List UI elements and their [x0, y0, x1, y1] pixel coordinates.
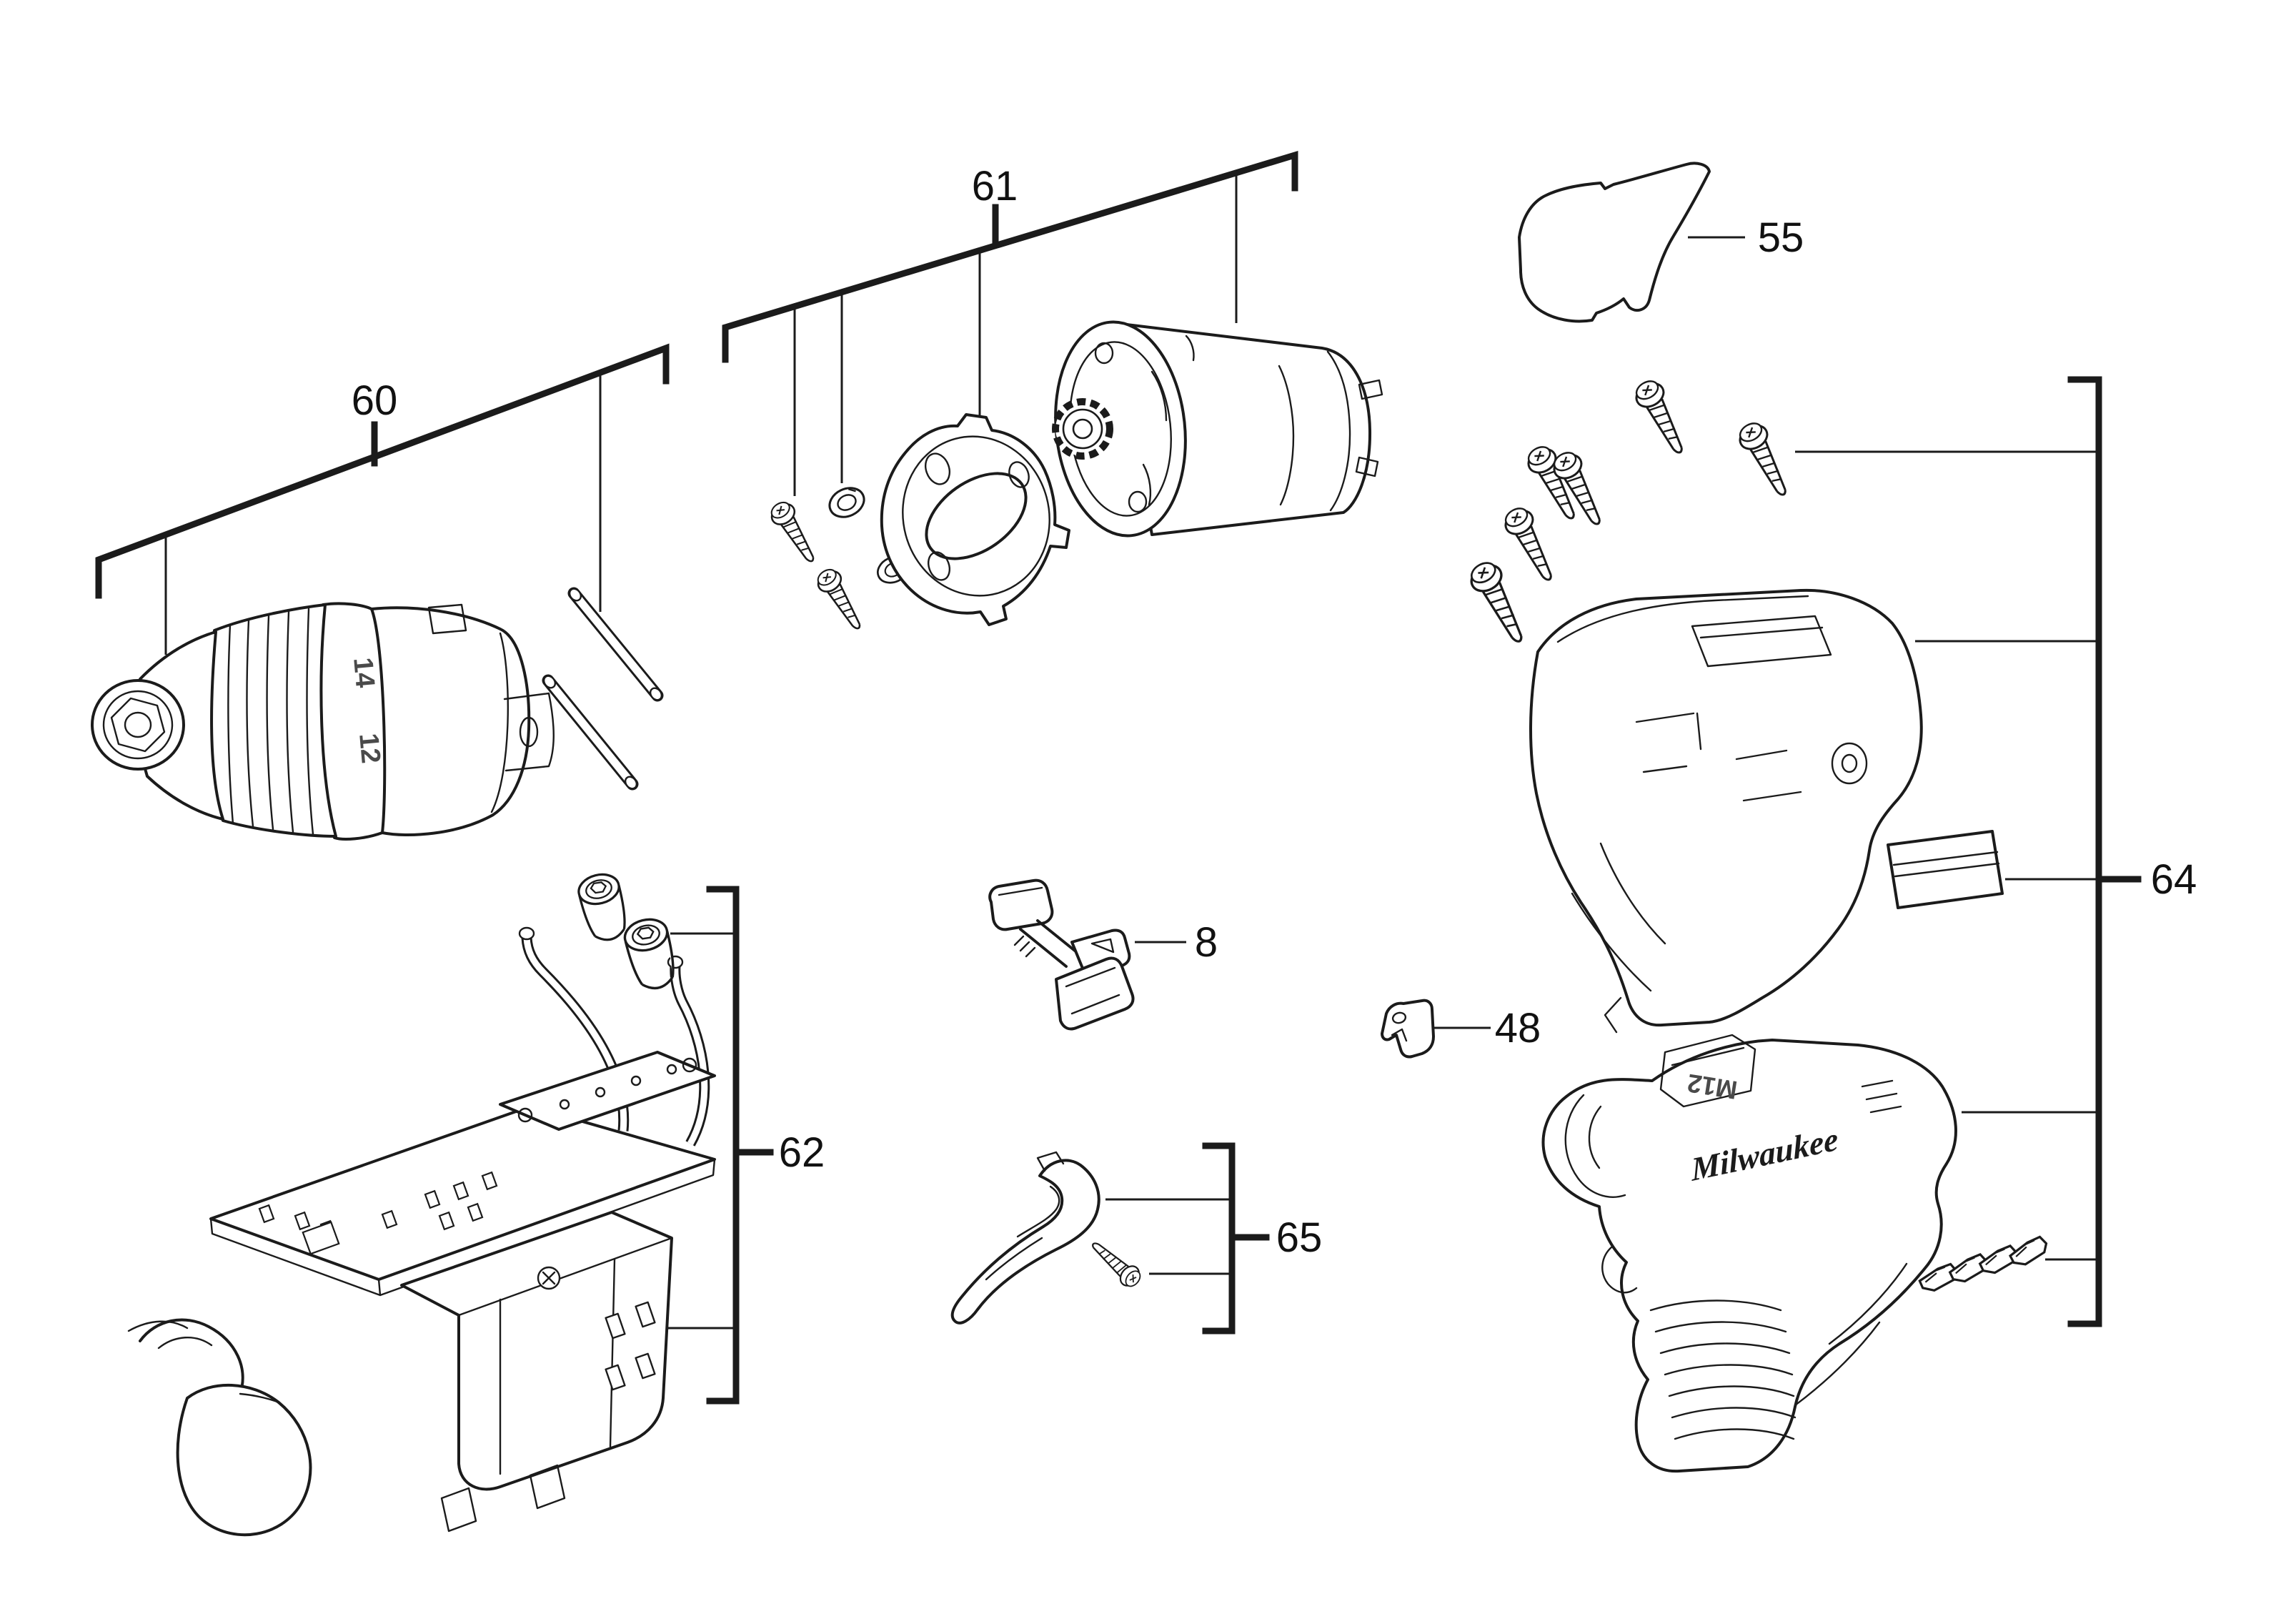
pcb-board: [209, 1051, 716, 1297]
motor-pinion-gear: [1052, 398, 1113, 460]
callout-62-bracket: [661, 886, 774, 1405]
nameplate-pad: [1887, 830, 2004, 909]
front-housing-half: M12 Milwaukee: [1541, 1034, 1957, 1473]
belt-hook: [950, 1159, 1100, 1325]
terminal-cap: [574, 869, 632, 946]
callout-label-62: 62: [779, 1129, 825, 1176]
rear-housing-details: [1556, 595, 1868, 1034]
belt-hook-screw: [1085, 1235, 1145, 1292]
clutch-setting-12: 12: [353, 732, 386, 765]
fan-baffle-plate: [880, 413, 1070, 626]
callout-label-8: 8: [1195, 919, 1218, 966]
motor-body-details: [1185, 335, 1383, 512]
housing-screw: [1733, 417, 1799, 502]
trigger-grip: [127, 1318, 312, 1537]
belt-hook-group: [950, 1151, 1145, 1325]
switch-block: [400, 1211, 673, 1533]
warning-label-55: [1518, 162, 1711, 323]
roll-pin: [567, 587, 664, 702]
lock-washer: [823, 481, 870, 524]
callout-60-bracket: [95, 343, 670, 655]
housing-screw: [1629, 375, 1695, 460]
front-housing-details: [1564, 1034, 1908, 1440]
motor-assembly-group: [765, 320, 1383, 635]
callout-label-61: 61: [972, 163, 1018, 209]
rear-housing-half: [1529, 588, 1923, 1034]
bit-holder-clip: [988, 878, 1135, 1031]
switch-block-details: [400, 1237, 673, 1533]
wire-clip: [1381, 999, 1435, 1059]
clutch-cone-ribs: [227, 608, 314, 836]
callout-label-48: 48: [1495, 1005, 1541, 1051]
housing-screw: [1464, 556, 1536, 650]
gearcase-details: [427, 603, 555, 813]
housing-screw: [1521, 440, 1587, 525]
clutch-setting-14: 14: [347, 656, 380, 689]
callout-64-bracket: [1795, 376, 2142, 1327]
callout-label-55: 55: [1758, 214, 1804, 261]
roll-pin: [542, 674, 639, 791]
hex-chuck-ring: [102, 690, 174, 760]
callout-61-bracket: [722, 150, 1298, 496]
electronics-assembly: [127, 926, 716, 1537]
callout-label-65: 65: [1276, 1214, 1323, 1261]
hex-chuck-bore: [124, 711, 152, 738]
callout-label-64: 64: [2151, 856, 2197, 903]
roll-pins: [542, 587, 664, 791]
hex-chuck-outer: [91, 679, 185, 771]
hex-chuck-socket: [110, 697, 166, 753]
callout-label-60: 60: [352, 377, 398, 424]
motor-screw: [812, 564, 871, 635]
pcb-sub-board-holes: [517, 1057, 697, 1123]
terminal-caps: [574, 869, 682, 994]
motor-face-details: [1094, 342, 1168, 513]
callout-65-bracket: [1105, 1142, 1270, 1335]
motor: [1052, 320, 1383, 538]
gearbox-assembly: 14 12: [91, 602, 555, 841]
pcb-components: [258, 1171, 498, 1255]
housing-screw: [1499, 502, 1564, 587]
motor-screw: [765, 497, 825, 568]
gearcase-housing: [370, 606, 531, 836]
